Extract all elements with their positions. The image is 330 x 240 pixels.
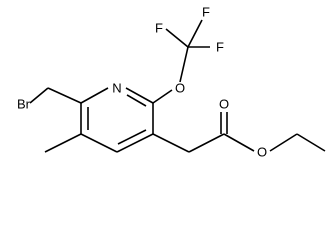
- bond-carbonyl-c-oester: [223, 133, 255, 152]
- bond-o-c2: [152, 89, 173, 104]
- bond-ethyl-ch3: [296, 133, 326, 152]
- atom-label-o-ester: O: [257, 145, 267, 160]
- bond-c4-c3: [116, 133, 154, 153]
- bond-c3-ch2: [152, 133, 190, 153]
- bond-n-c6: [80, 87, 109, 104]
- bond-c5-c4: [80, 133, 118, 153]
- bond-cf3-f2: [187, 19, 203, 48]
- bond-ch2-carbonyl-c: [188, 133, 225, 153]
- bond-c2-n: [125, 87, 154, 104]
- bond-c2-n-inner: [126, 94, 147, 107]
- atom-label-br: Br: [17, 97, 31, 112]
- bond-c5-methyl: [44, 133, 82, 153]
- bond-cf3-o: [179, 46, 189, 83]
- structure-canvas: F F F O N Br O O: [17, 5, 326, 160]
- bond-cf3-f1: [165, 28, 189, 48]
- bond-c6-ch2: [47, 87, 82, 104]
- atom-label-o-carbonyl: O: [219, 97, 229, 112]
- bond-oester-ch2: [269, 133, 298, 152]
- atom-label-f1: F: [155, 21, 163, 36]
- bond-c4-c3-inner: [117, 129, 147, 145]
- molecule-structure-diagram: F F F O N Br O O: [17, 4, 326, 160]
- atom-label-f3: F: [216, 40, 224, 55]
- atom-label-f2: F: [202, 5, 210, 20]
- atom-label-n-ring: N: [112, 81, 121, 96]
- bond-ch2-br: [29, 87, 49, 104]
- atom-label-o-ether: O: [175, 81, 185, 96]
